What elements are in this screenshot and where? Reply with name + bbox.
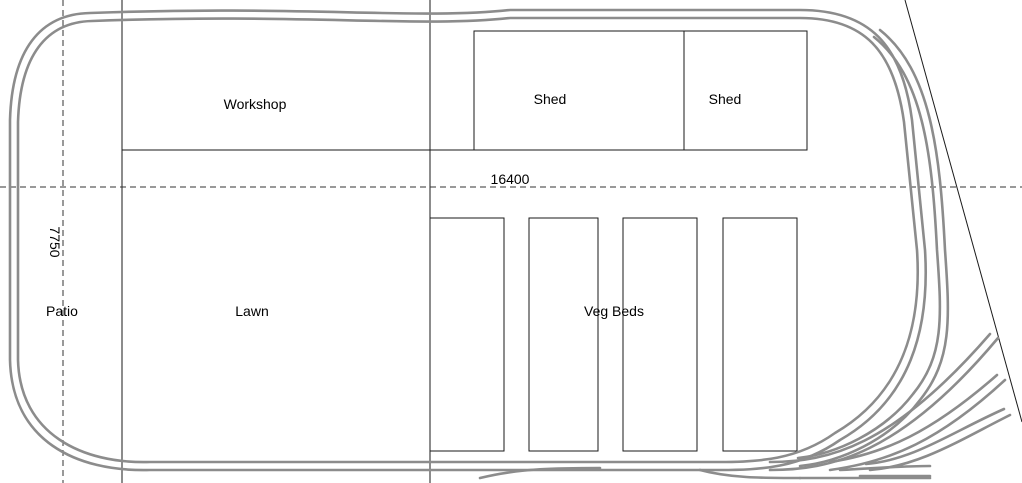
veg-bed	[429, 217, 505, 452]
shed-large-outline	[473, 30, 685, 151]
veg-bed	[622, 217, 698, 452]
patio-label: Patio	[46, 303, 78, 319]
veg-bed	[722, 217, 798, 452]
siding-spur-rail	[796, 35, 942, 460]
depth-dimension-label: 7750	[47, 226, 63, 257]
siding-rail	[768, 336, 1000, 472]
shed-small-label: Shed	[709, 91, 742, 107]
veg-beds-label: Veg Beds	[584, 303, 644, 319]
sidings-group	[478, 28, 1012, 480]
structure-lines	[121, 0, 1022, 483]
boundary-fence-diagonal	[904, 0, 1022, 423]
siding-rail	[864, 407, 1006, 466]
lawn-label: Lawn	[235, 303, 268, 319]
track-loop-outer-rail	[8, 8, 927, 472]
shed-small-outline	[683, 30, 808, 151]
veg-bed	[528, 217, 599, 452]
siding-spur-rail	[798, 28, 950, 468]
veg-beds-group	[429, 217, 798, 452]
workshop-label: Workshop	[224, 96, 287, 112]
siding-rail	[828, 373, 999, 464]
track-loop-inner-rail	[16, 16, 919, 464]
siding-rail	[868, 413, 1012, 472]
siding-rail	[838, 464, 932, 472]
width-dimension-label: 16400	[491, 171, 530, 187]
siding-rail	[768, 332, 992, 464]
siding-rail	[698, 468, 802, 480]
siding-rail	[828, 378, 1007, 472]
shed-large-label: Shed	[534, 91, 567, 107]
siding-rail	[478, 466, 602, 480]
